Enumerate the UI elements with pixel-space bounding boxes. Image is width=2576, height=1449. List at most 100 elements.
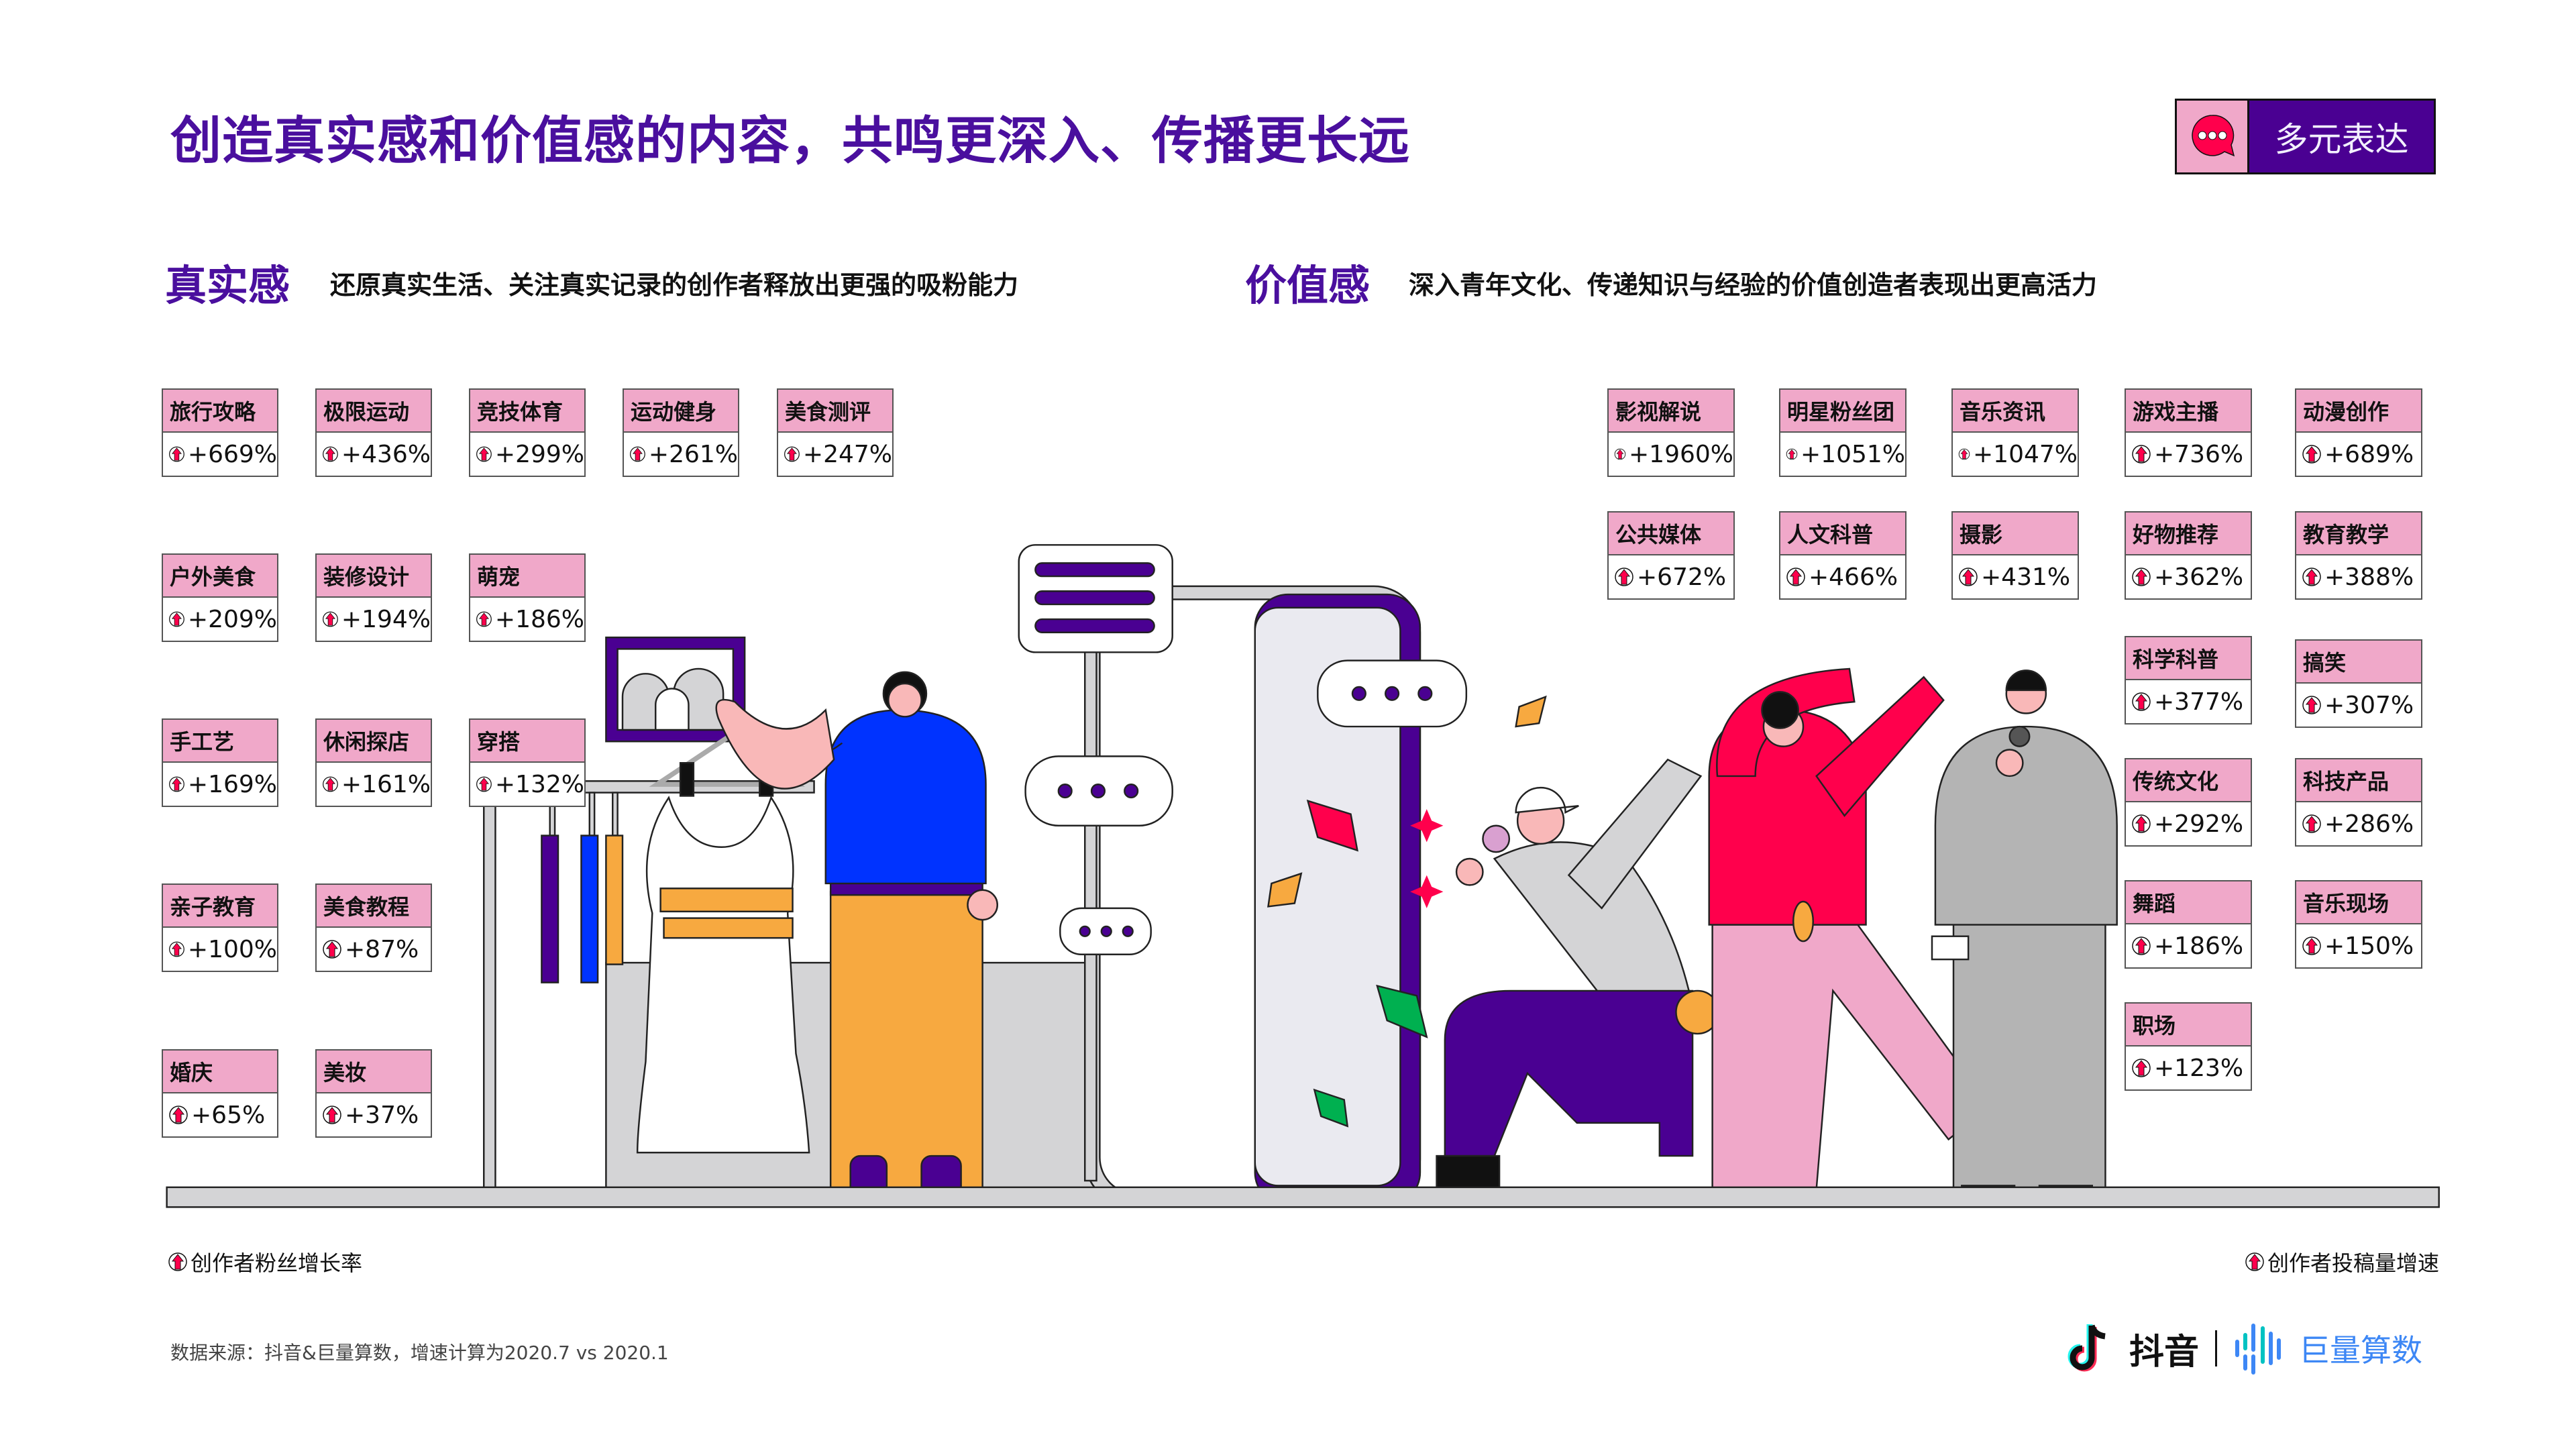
growth-value: +286% (2296, 802, 2421, 845)
growth-percent: +37% (345, 1101, 419, 1129)
up-arrow-icon (169, 1106, 188, 1124)
category-card: 亲子教育+100% (162, 883, 278, 972)
category-card: 科学科普+377% (2125, 636, 2252, 724)
growth-percent: +362% (2154, 563, 2244, 591)
growth-value: +362% (2126, 555, 2251, 598)
category-label: 人文科普 (1780, 513, 1905, 555)
category-label: 美妆 (317, 1051, 431, 1093)
up-arrow-icon (784, 446, 800, 462)
up-arrow-icon (2302, 936, 2321, 955)
category-card: 手工艺+169% (162, 718, 278, 807)
category-card: 舞蹈+186% (2125, 880, 2252, 969)
up-arrow-icon (2302, 696, 2321, 714)
douyin-logo-icon (2068, 1324, 2106, 1372)
category-label: 萌宠 (470, 555, 584, 598)
category-card: 竞技体育 +299% (469, 388, 586, 477)
growth-value: +736% (2126, 433, 2251, 476)
growth-value: +186% (470, 598, 584, 641)
category-label: 竞技体育 (470, 390, 584, 433)
category-card: 公共媒体+672% (1607, 511, 1735, 600)
up-arrow-icon (323, 940, 341, 959)
category-card: 传统文化 +292% (2125, 758, 2252, 847)
growth-value: +1051% (1780, 433, 1905, 476)
category-label: 极限运动 (317, 390, 431, 433)
growth-percent: +150% (2324, 932, 2414, 960)
up-arrow-icon (2132, 1059, 2151, 1077)
up-arrow-icon (169, 941, 184, 957)
growth-value: +186% (2126, 924, 2251, 967)
category-label: 游戏主播 (2126, 390, 2251, 433)
growth-percent: +247% (802, 440, 892, 468)
page-title: 创造真实感和价值感的内容，共鸣更深入、传播更长远 (170, 111, 1410, 170)
growth-percent: +186% (2154, 932, 2244, 960)
up-arrow-icon (1614, 448, 1626, 460)
category-label: 运动健身 (624, 390, 738, 433)
growth-value: +436% (317, 433, 431, 476)
category-label: 教育教学 (2296, 513, 2421, 555)
category-label: 音乐现场 (2296, 881, 2421, 924)
growth-percent: +689% (2324, 440, 2414, 468)
category-card: 科技产品+286% (2295, 758, 2422, 847)
up-arrow-icon (2132, 814, 2151, 833)
up-arrow-icon (476, 776, 492, 792)
category-card: 人文科普 +466% (1779, 511, 1907, 600)
category-card: 职场+123% (2125, 1002, 2252, 1091)
category-card: 旅行攻略 +669% (162, 388, 278, 477)
up-arrow-icon (2302, 814, 2321, 833)
up-arrow-icon (1786, 448, 1798, 460)
category-label: 美食测评 (778, 390, 892, 433)
growth-value: +307% (2296, 684, 2421, 727)
growth-percent: +436% (341, 440, 431, 468)
category-label: 穿搭 (470, 720, 584, 763)
category-label: 音乐资讯 (1953, 390, 2078, 433)
growth-value: +1047% (1953, 433, 2078, 476)
growth-value: +150% (2296, 924, 2421, 967)
category-label: 科技产品 (2296, 759, 2421, 802)
category-card: 萌宠 +186% (469, 553, 586, 642)
growth-percent: +292% (2154, 810, 2244, 838)
category-label: 动漫创作 (2296, 390, 2421, 433)
up-arrow-icon (2132, 445, 2151, 464)
up-arrow-icon (630, 446, 645, 462)
growth-percent: +466% (1809, 563, 1898, 591)
growth-percent: +307% (2324, 691, 2414, 719)
growth-value: +299% (470, 433, 584, 476)
up-arrow-icon (2132, 692, 2151, 711)
growth-value: +169% (163, 763, 277, 806)
up-arrow-icon (2302, 445, 2321, 464)
growth-percent: +161% (341, 770, 431, 798)
growth-percent: +669% (187, 440, 277, 468)
logo-divider (2215, 1330, 2218, 1366)
up-arrow-icon (476, 446, 492, 462)
category-label: 亲子教育 (163, 885, 277, 928)
growth-percent: +132% (494, 770, 584, 798)
right-legend: 创作者投稿量增速 (2245, 1246, 2439, 1277)
category-label: 传统文化 (2126, 759, 2251, 802)
category-card: 好物推荐+362% (2125, 511, 2252, 600)
category-card: 户外美食+209% (162, 553, 278, 642)
data-source-note: 数据来源：抖音&巨量算数，增速计算为2020.7 vs 2020.1 (170, 1342, 669, 1364)
growth-percent: +261% (648, 440, 738, 468)
category-label: 科学科普 (2126, 637, 2251, 680)
category-label: 婚庆 (163, 1051, 277, 1093)
category-label: 影视解说 (1609, 390, 1733, 433)
growth-value: +261% (624, 433, 738, 476)
left-section-subtitle: 还原真实生活、关注真实记录的创作者释放出更强的吸粉能力 (330, 270, 1019, 300)
growth-value: +689% (2296, 433, 2421, 476)
growth-percent: +299% (494, 440, 584, 468)
category-label: 休闲探店 (317, 720, 431, 763)
category-label: 装修设计 (317, 555, 431, 598)
growth-value: +65% (163, 1093, 277, 1136)
growth-value: +123% (2126, 1046, 2251, 1089)
up-arrow-icon (476, 611, 492, 627)
growth-value: +377% (2126, 680, 2251, 723)
category-label: 搞笑 (2296, 641, 2421, 684)
up-arrow-icon (2132, 936, 2151, 955)
growth-percent: +209% (187, 605, 277, 633)
category-card: 婚庆+65% (162, 1049, 278, 1138)
growth-value: +431% (1953, 555, 2078, 598)
left-legend: 创作者粉丝增长率 (168, 1246, 362, 1277)
growth-percent: +186% (494, 605, 584, 633)
category-label: 旅行攻略 (163, 390, 277, 433)
